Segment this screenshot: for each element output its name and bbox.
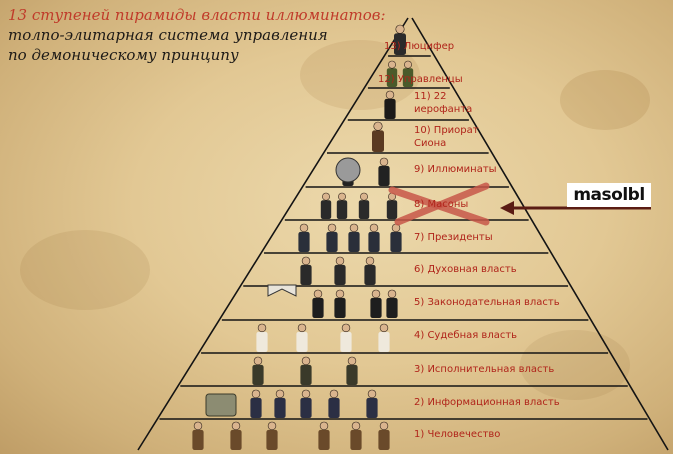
level-3-label: 3) Исполнительная власть (414, 364, 555, 375)
title-heading: 13 ступеней пирамиды власти иллюминатов: (8, 6, 386, 24)
person-icon (318, 421, 330, 450)
person-icon (266, 421, 278, 450)
person-icon (300, 256, 312, 285)
person-icon (350, 421, 362, 450)
level-7-label: 7) Президенты (414, 232, 493, 243)
subtitle-line-1: толпо-элитарная система управления (8, 26, 328, 44)
person-icon (192, 421, 204, 450)
level-8-label: 8) Масоны (414, 199, 469, 210)
title-block: 13 ступеней пирамиды власти иллюминатов:… (8, 6, 386, 65)
level-11-label-cont: иерофанта (414, 104, 473, 115)
person-icon (358, 192, 370, 219)
subtitle-line-2: по демоническому принципу (8, 46, 239, 64)
level-1-label: 1) Человечество (414, 429, 501, 440)
person-icon (274, 389, 286, 418)
person-icon (372, 121, 384, 152)
building-icon (267, 284, 297, 297)
level-6-label: 6) Духовная власть (414, 264, 517, 275)
all-seeing-eye-icon (335, 157, 361, 183)
person-icon (252, 356, 264, 385)
person-icon (334, 289, 346, 318)
tv-icon (205, 393, 237, 417)
person-icon (364, 256, 376, 285)
person-icon (378, 157, 390, 186)
person-icon (336, 192, 348, 219)
person-icon (300, 356, 312, 385)
person-icon (386, 192, 398, 219)
person-icon (378, 421, 390, 450)
level-13-label: 13) Люцифер (384, 41, 455, 52)
annotation-arrow (500, 201, 651, 215)
person-icon (328, 389, 340, 418)
person-icon (230, 421, 242, 450)
person-icon (348, 223, 360, 252)
person-icon (326, 223, 338, 252)
figure-icons (192, 24, 414, 450)
person-icon (378, 323, 390, 352)
person-icon (390, 223, 402, 252)
person-icon (256, 323, 268, 352)
level-4-label: 4) Судебная власть (414, 330, 518, 341)
pyramid-outline (137, 17, 669, 451)
person-icon (346, 356, 358, 385)
person-icon (320, 192, 332, 219)
level-10-label-cont: Сиона (414, 138, 447, 149)
person-icon (250, 389, 262, 418)
person-icon (386, 289, 398, 318)
person-icon (334, 256, 346, 285)
level-10-label: 10) Приорат (414, 125, 479, 136)
person-icon (368, 223, 380, 252)
level-12-label: 12) Управленцы (378, 74, 463, 85)
person-icon (366, 389, 378, 418)
level-9-label: 9) Иллюминаты (414, 164, 497, 175)
person-icon (402, 60, 414, 87)
tier-dividers (159, 55, 648, 420)
person-icon (384, 90, 396, 119)
level-5-label: 5) Законодательная власть (414, 297, 560, 308)
cross-out-mark (388, 182, 490, 226)
person-icon (340, 323, 352, 352)
person-icon (370, 289, 382, 318)
person-icon (298, 223, 310, 252)
person-icon (312, 289, 324, 318)
level-11-label: 11) 22 (414, 91, 447, 102)
person-icon (394, 24, 406, 55)
person-icon (300, 389, 312, 418)
person-icon (386, 60, 398, 87)
annotation-label: masolbl (567, 183, 651, 207)
person-icon (296, 323, 308, 352)
level-2-label: 2) Информационная власть (414, 397, 560, 408)
